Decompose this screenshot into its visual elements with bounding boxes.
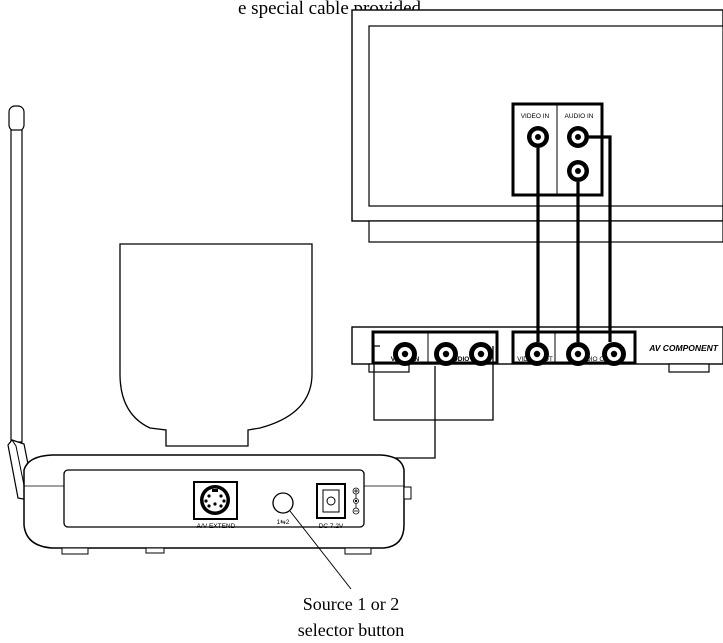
foot-mid [145, 547, 165, 554]
av-video-in-jack[interactable] [393, 342, 417, 366]
source-selector-button[interactable] [272, 492, 294, 514]
av-audio-out-jack-right[interactable] [602, 342, 626, 366]
callout-line2: selector button [298, 620, 404, 640]
tv-audio-in-label: AUDIO IN [565, 113, 594, 120]
foot-left [61, 547, 89, 555]
dc-label: DC 7.2V [319, 523, 344, 530]
av-component-name: AV COMPONENT [648, 343, 719, 353]
tv-audio-in-jack-right[interactable] [567, 160, 589, 182]
tv-audio-in-jack-left[interactable] [567, 126, 589, 148]
av-extend-label: A/V EXTEND [197, 523, 236, 530]
tv-video-in-jack[interactable] [527, 126, 549, 148]
av-to-tv-cables [536, 135, 612, 342]
panel-antenna [119, 243, 313, 447]
tv-video-in-label: VIDEO IN [521, 113, 550, 120]
callout-leader [289, 510, 352, 590]
selector-label: 1⇆2 [277, 519, 290, 526]
av-video-out-jack[interactable] [525, 342, 549, 366]
av-audio-in-jack-right[interactable] [469, 342, 493, 366]
rod-antenna [7, 105, 35, 501]
av-audio-out-label: AUDIO OUT [577, 356, 613, 363]
av-extend-port[interactable] [193, 481, 238, 520]
callout-line1: Source 1 or 2 [303, 594, 399, 614]
tv-input-panel: VIDEO IN AUDIO IN [511, 102, 604, 197]
dc-power-port[interactable] [316, 483, 346, 519]
av-foot-right [668, 363, 710, 373]
av-component: VIDEO IN AUDIO IN VIDEO OUT AUDIO OUT [351, 326, 723, 373]
transmitter: A/V EXTEND 1⇆2 DC 7.2V [7, 105, 412, 555]
polarity-icon [352, 487, 360, 515]
tv-monitor: VIDEO IN AUDIO IN [351, 9, 723, 243]
av-audio-out-jack-left[interactable] [566, 342, 590, 366]
av-audio-in-jack-left[interactable] [434, 342, 458, 366]
foot-right [344, 547, 372, 555]
tv-base [368, 220, 723, 243]
side-tab [403, 486, 412, 500]
audio-cable-left [589, 135, 612, 342]
av-audio-in-label: AUDIO IN [448, 356, 478, 363]
